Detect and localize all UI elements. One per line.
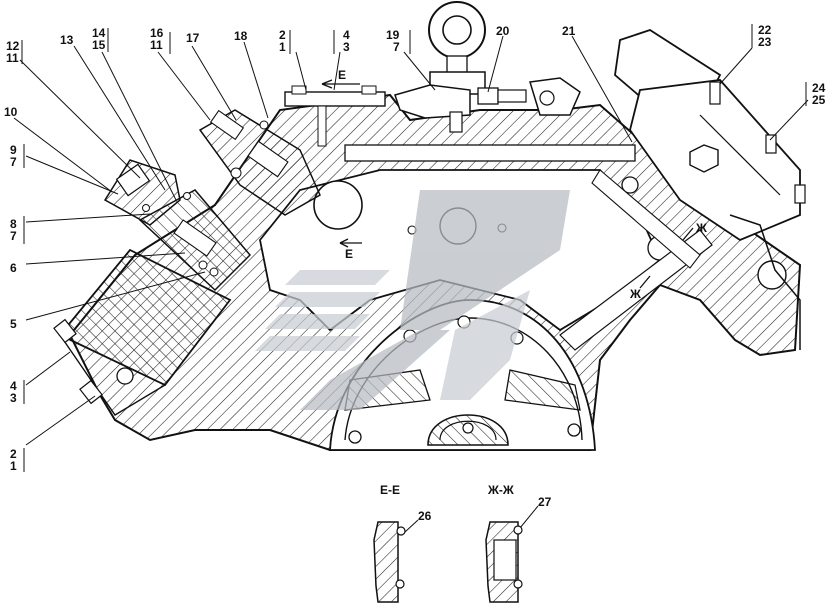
callout-21: 21	[562, 24, 576, 38]
callout-10: 10	[4, 105, 18, 119]
valve-assembly-middle	[198, 109, 321, 216]
callout-labels: 12 11 13 14 15 16 11 17 18 2 1 4 3 19 7 …	[4, 23, 826, 523]
callout-11a: 11	[6, 51, 19, 65]
callout-4: 4	[10, 379, 17, 393]
callout-22: 22	[758, 23, 772, 37]
callout-3-top: 3	[343, 40, 350, 54]
callout-7b: 7	[10, 229, 17, 243]
callout-23: 23	[758, 35, 772, 49]
callout-9: 9	[10, 143, 17, 157]
section-view-e-e	[373, 521, 406, 603]
section-label-e-bottom: Е	[345, 247, 353, 261]
section-view-zh-zh	[485, 521, 523, 603]
watermark-logo	[255, 190, 570, 410]
pipe-fitting	[477, 77, 581, 116]
callout-7-top: 7	[393, 40, 400, 54]
section-label-e-top: Е	[338, 68, 346, 82]
callout-6: 6	[10, 261, 17, 275]
callout-26: 26	[418, 509, 432, 523]
top-plate	[284, 85, 386, 147]
valve-assembly-left	[103, 159, 252, 292]
callout-2: 2	[10, 447, 17, 461]
callout-3: 3	[10, 391, 17, 405]
callout-18: 18	[234, 29, 248, 43]
leader-lines	[13, 24, 809, 533]
section-view-title-e-e: Е-Е	[380, 483, 400, 497]
callout-4-top: 4	[343, 28, 350, 42]
section-mark-zh-bottom: Ж	[629, 275, 651, 301]
callout-2-top: 2	[279, 28, 286, 42]
section-mark-zh-top: Ж	[682, 221, 707, 241]
callout-27: 27	[538, 495, 552, 509]
callout-16: 16	[150, 26, 164, 40]
callout-13: 13	[60, 33, 74, 47]
callout-20: 20	[496, 24, 510, 38]
callout-11b: 11	[150, 38, 163, 52]
callout-1-top: 1	[279, 40, 286, 54]
section-label-zh-top: Ж	[695, 221, 707, 235]
section-mark-e-bottom: Е	[339, 238, 362, 261]
callout-15: 15	[92, 38, 106, 52]
section-mark-e-top: Е	[321, 68, 360, 89]
callout-17: 17	[186, 31, 200, 45]
electric-motor	[614, 29, 806, 350]
callout-12: 12	[6, 39, 20, 53]
callout-25: 25	[812, 93, 826, 107]
callout-1: 1	[10, 459, 17, 473]
lifting-eye	[394, 1, 486, 133]
callout-7a: 7	[10, 155, 17, 169]
callout-14: 14	[92, 26, 106, 40]
callout-19: 19	[386, 28, 400, 42]
callout-8: 8	[10, 217, 17, 231]
callout-5: 5	[10, 317, 17, 331]
section-view-title-zh-zh: Ж-Ж	[487, 483, 514, 497]
section-label-zh-bottom: Ж	[629, 287, 641, 301]
left-cover	[53, 248, 232, 416]
callout-24: 24	[812, 81, 826, 95]
